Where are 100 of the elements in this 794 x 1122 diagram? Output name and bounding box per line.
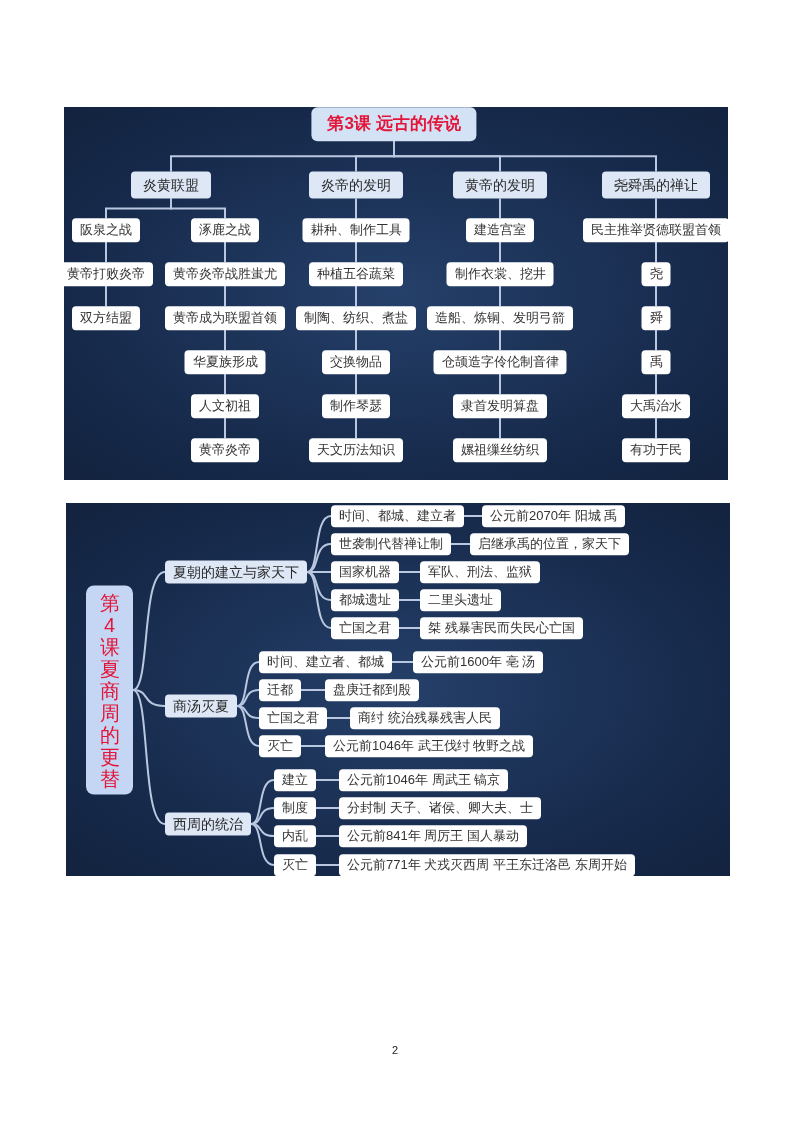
connector-line bbox=[224, 284, 226, 308]
subtopic-box: 黄帝成为联盟首领 bbox=[165, 306, 285, 330]
connector-line bbox=[655, 240, 657, 264]
subtopic-box: 制作琴瑟 bbox=[322, 394, 390, 418]
topic-box: 尧舜禹的禅让 bbox=[602, 171, 710, 199]
topic-box: 西周的统治 bbox=[165, 812, 251, 836]
connector-line bbox=[355, 240, 357, 264]
connector-line bbox=[315, 864, 340, 866]
title-box: 第4课夏商周的更替 bbox=[86, 585, 133, 795]
subtopic-box: 时间、建立者、都城 bbox=[259, 651, 392, 673]
connector-line bbox=[306, 571, 332, 601]
subtopic-box: 建立 bbox=[274, 769, 316, 791]
subtopic-box: 军队、刑法、监狱 bbox=[420, 561, 540, 583]
connector-line bbox=[132, 689, 166, 707]
connector-line bbox=[499, 284, 501, 308]
subtopic-box: 大禹治水 bbox=[622, 394, 690, 418]
subtopic-box: 都城遗址 bbox=[331, 589, 399, 611]
subtopic-box: 启继承禹的位置，家天下 bbox=[470, 533, 629, 555]
connector-line bbox=[306, 543, 332, 573]
subtopic-box: 耕种、制作工具 bbox=[302, 218, 410, 242]
connector-line bbox=[450, 543, 471, 545]
connector-line bbox=[398, 627, 421, 629]
subtopic-box: 双方结盟 bbox=[72, 306, 140, 330]
connector-line bbox=[236, 705, 260, 747]
connector-line bbox=[326, 717, 351, 719]
connector-line bbox=[105, 284, 107, 308]
subtopic-box: 人文初祖 bbox=[191, 394, 259, 418]
connector-line bbox=[355, 372, 357, 396]
subtopic-box: 公元前1046年 周武王 镐京 bbox=[339, 769, 509, 791]
subtopic-box: 尧 bbox=[641, 262, 671, 286]
subtopic-box: 造船、炼铜、发明弓箭 bbox=[427, 306, 573, 330]
subtopic-box: 种植五谷蔬菜 bbox=[309, 262, 403, 286]
title-box: 第3课 远古的传说 bbox=[311, 107, 477, 141]
connector-line bbox=[250, 823, 275, 837]
subtopic-box: 灭亡 bbox=[259, 735, 301, 757]
connector-line bbox=[236, 705, 260, 719]
subtopic-box: 制作衣裳、挖井 bbox=[446, 262, 554, 286]
subtopic-box: 禹 bbox=[641, 350, 671, 374]
subtopic-box: 公元前841年 周厉王 国人暴动 bbox=[339, 825, 527, 847]
subtopic-box: 公元前2070年 阳城 禹 bbox=[482, 505, 626, 527]
topic-box: 黄帝的发明 bbox=[453, 171, 547, 199]
connector-line bbox=[499, 416, 501, 440]
subtopic-box: 国家机器 bbox=[331, 561, 399, 583]
connector-line bbox=[315, 779, 340, 781]
subtopic-box: 阪泉之战 bbox=[72, 218, 140, 242]
page-number: 2 bbox=[392, 1043, 399, 1058]
topic-box: 商汤灭夏 bbox=[165, 694, 237, 718]
connector-line bbox=[355, 197, 357, 220]
connector-line bbox=[170, 197, 226, 220]
subtopic-box: 有功于民 bbox=[622, 438, 690, 462]
subtopic-box: 分封制 天子、诸侯、卿大夫、士 bbox=[339, 797, 541, 819]
connector-line bbox=[224, 328, 226, 352]
connector-line bbox=[499, 197, 501, 220]
connector-line bbox=[398, 599, 421, 601]
connector-line bbox=[655, 328, 657, 352]
connector-line bbox=[391, 661, 414, 663]
connector-line bbox=[655, 197, 657, 220]
subtopic-box: 世袭制代替禅让制 bbox=[331, 533, 451, 555]
subtopic-box: 内乱 bbox=[274, 825, 316, 847]
connector-line bbox=[224, 372, 226, 396]
connector-line bbox=[250, 779, 275, 825]
subtopic-box: 灭亡 bbox=[274, 854, 316, 876]
connector-line bbox=[655, 416, 657, 440]
connector-line bbox=[236, 661, 260, 707]
subtopic-box: 迁都 bbox=[259, 679, 301, 701]
connector-line bbox=[655, 372, 657, 396]
subtopic-box: 二里头遗址 bbox=[420, 589, 501, 611]
connector-line bbox=[355, 284, 357, 308]
subtopic-box: 建造宫室 bbox=[466, 218, 534, 242]
connector-line bbox=[105, 240, 107, 264]
subtopic-box: 涿鹿之战 bbox=[191, 218, 259, 242]
connector-line bbox=[499, 328, 501, 352]
connector-line bbox=[355, 416, 357, 440]
connector-line bbox=[132, 571, 166, 691]
subtopic-box: 嫘祖缫丝纺织 bbox=[453, 438, 547, 462]
subtopic-box: 公元前771年 犬戎灭西周 平王东迁洛邑 东周开始 bbox=[339, 854, 635, 876]
connector-line bbox=[250, 823, 275, 866]
connector-line bbox=[499, 240, 501, 264]
subtopic-box: 民主推举贤德联盟首领 bbox=[583, 218, 729, 242]
subtopic-box: 盘庚迁都到殷 bbox=[325, 679, 419, 701]
subtopic-box: 公元前1046年 武王伐纣 牧野之战 bbox=[325, 735, 534, 757]
connector-line bbox=[315, 807, 340, 809]
connector-line bbox=[463, 515, 483, 517]
connector-line bbox=[224, 416, 226, 440]
topic-box: 夏朝的建立与家天下 bbox=[165, 560, 307, 584]
topic-box: 炎黄联盟 bbox=[131, 171, 211, 199]
subtopic-box: 仓颉造字伶伦制音律 bbox=[433, 350, 567, 374]
subtopic-box: 黄帝炎帝战胜蚩尤 bbox=[165, 262, 285, 286]
connector-line bbox=[224, 240, 226, 264]
connector-line bbox=[655, 284, 657, 308]
connector-line bbox=[499, 372, 501, 396]
connector-line bbox=[132, 689, 166, 825]
connector-line bbox=[393, 139, 657, 173]
connector-line bbox=[306, 571, 332, 629]
connector-line bbox=[355, 328, 357, 352]
subtopic-box: 亡国之君 bbox=[259, 707, 327, 729]
subtopic-box: 商纣 统治残暴残害人民 bbox=[350, 707, 500, 729]
connector-line bbox=[398, 571, 421, 573]
subtopic-box: 交换物品 bbox=[322, 350, 390, 374]
subtopic-box: 制陶、纺织、煮盐 bbox=[296, 306, 416, 330]
